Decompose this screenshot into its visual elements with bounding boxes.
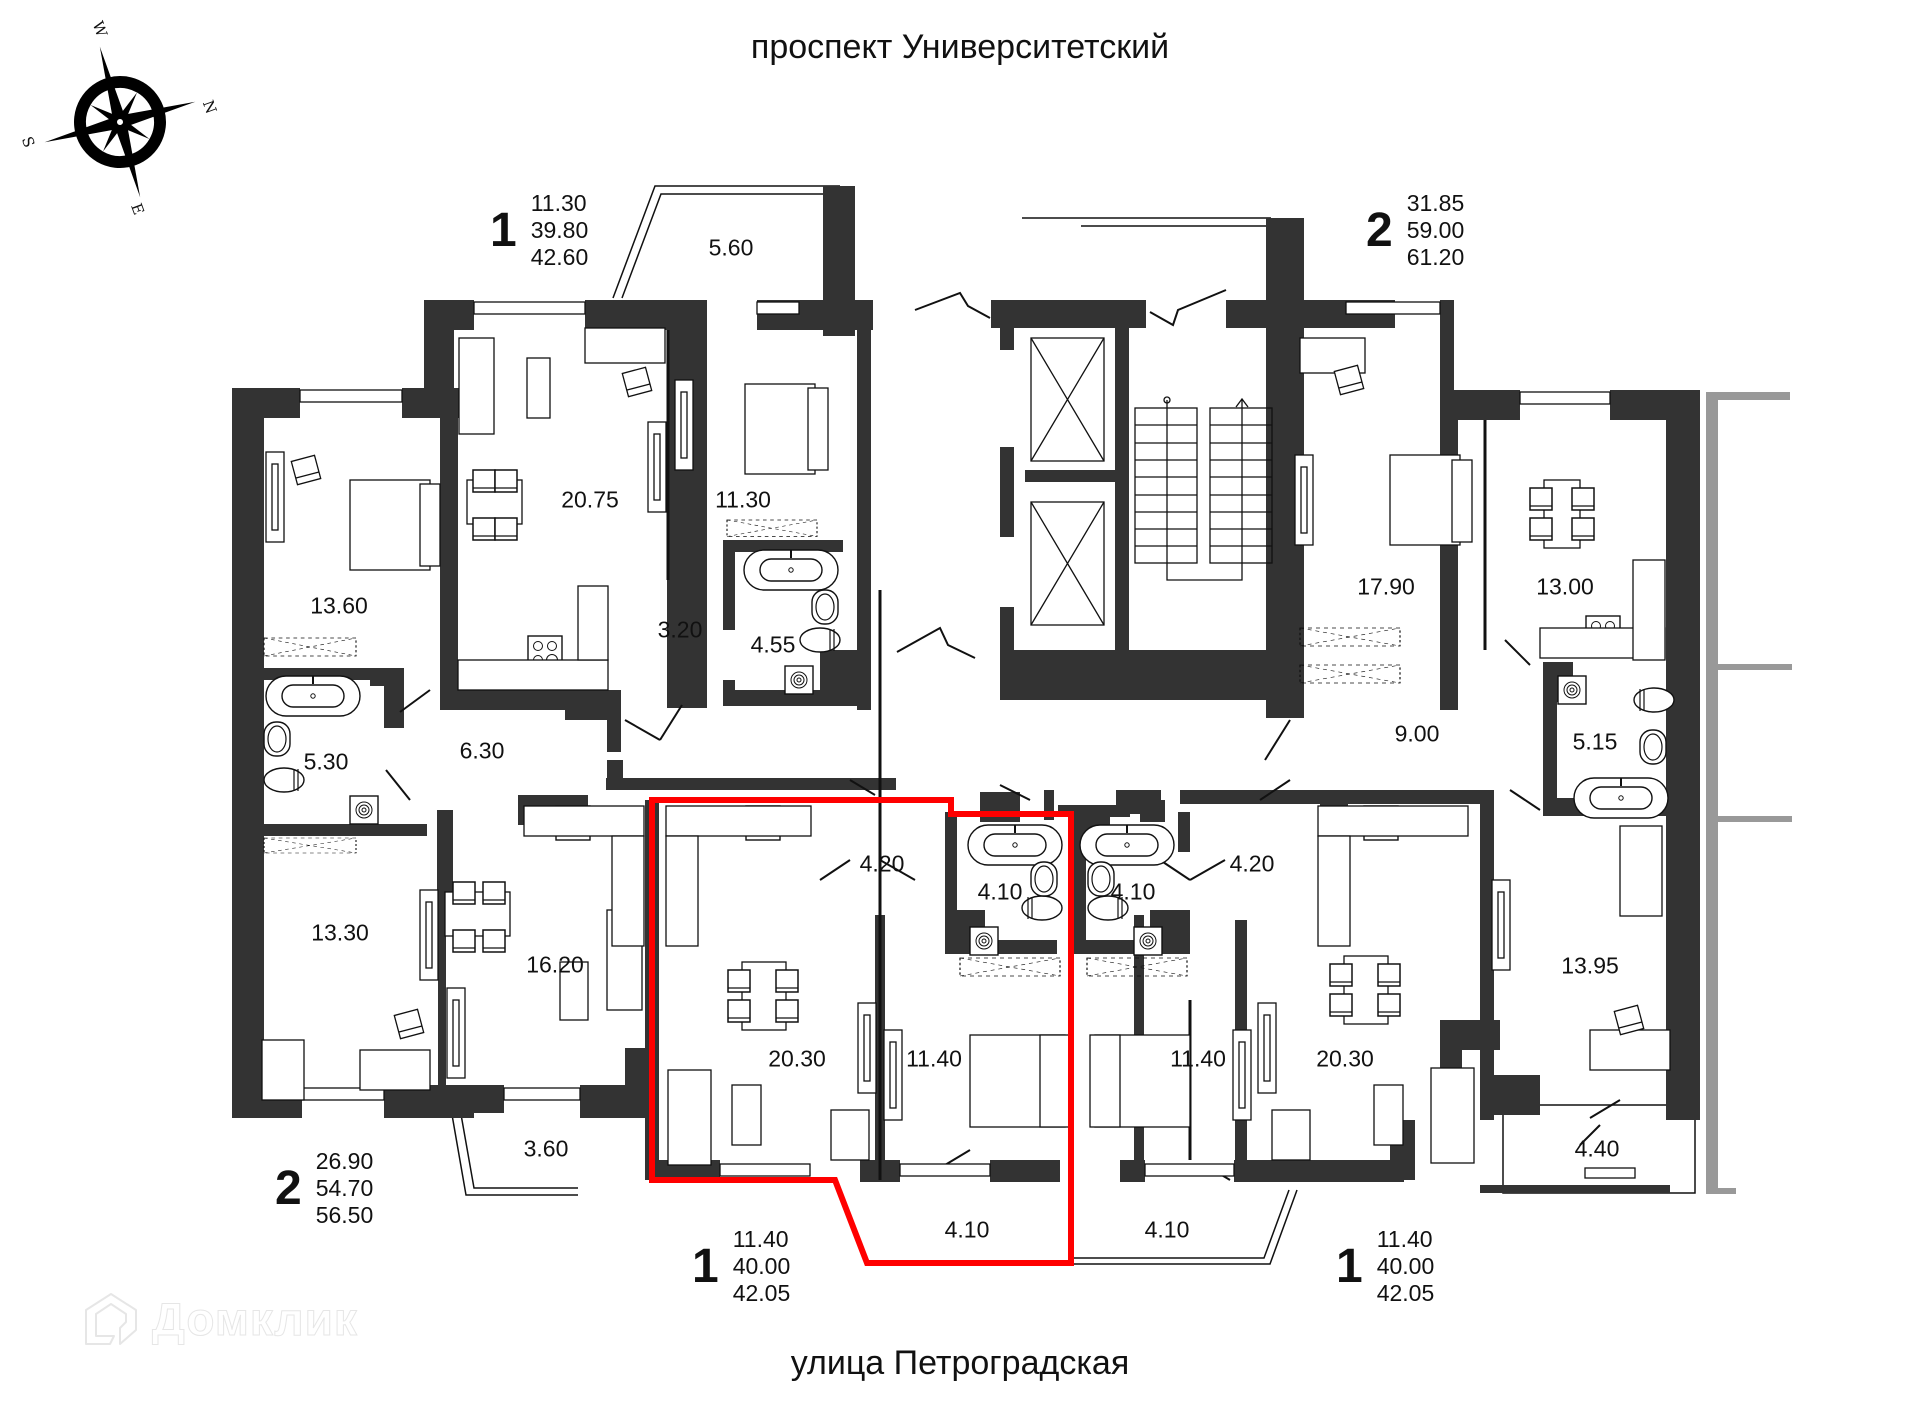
selected-apartment-outline xyxy=(649,797,1074,1266)
unit-summary-bottom-mid: 1 11.40 40.00 42.05 xyxy=(692,1226,790,1307)
windows xyxy=(299,301,1636,1179)
unit-total-area: 54.70 xyxy=(315,1175,374,1201)
unit-total-with-balcony: 42.05 xyxy=(1376,1280,1435,1306)
elevators xyxy=(1030,337,1105,626)
room-area-label: 13.95 xyxy=(1561,952,1619,979)
room-area-label: 13.30 xyxy=(311,919,369,946)
room-area-label: 13.00 xyxy=(1536,573,1594,600)
room-area-label: 9.00 xyxy=(1394,720,1440,747)
unit-total-area: 39.80 xyxy=(530,217,589,243)
unit-summary-bottom-right: 1 11.40 40.00 42.05 xyxy=(1336,1226,1434,1307)
street-label-bottom: улица Петроградская xyxy=(790,1344,1130,1382)
room-area-label: 17.90 xyxy=(1357,573,1415,600)
unit-living-area: 11.30 xyxy=(530,190,587,216)
room-area-label: 20.30 xyxy=(768,1045,826,1072)
room-area-label: 4.10 xyxy=(1144,1216,1190,1243)
unit-living-area: 11.40 xyxy=(732,1226,789,1252)
room-area-label: 3.20 xyxy=(657,616,703,643)
room-area-label: 5.15 xyxy=(1572,728,1618,755)
unit-total-with-balcony: 42.05 xyxy=(732,1280,791,1306)
room-area-label: 5.30 xyxy=(303,748,349,775)
unit-living-area: 26.90 xyxy=(315,1148,374,1174)
room-area-label: 13.60 xyxy=(310,592,368,619)
furniture xyxy=(261,327,1675,1166)
room-area-label: 4.55 xyxy=(750,631,796,658)
balconies xyxy=(446,185,1696,1265)
room-area-label: 6.30 xyxy=(459,737,505,764)
unit-room-count: 1 xyxy=(692,1239,719,1293)
room-area-label: 11.40 xyxy=(1170,1045,1226,1072)
room-area-label: 20.75 xyxy=(561,486,619,513)
neighbor-building-edge xyxy=(1706,392,1792,1194)
room-area-label: 4.20 xyxy=(1229,850,1275,877)
unit-total-with-balcony: 61.20 xyxy=(1406,244,1465,270)
room-area-label: 4.20 xyxy=(859,850,905,877)
unit-living-area: 11.40 xyxy=(1376,1226,1433,1252)
domclick-house-logo-icon xyxy=(85,1293,137,1345)
unit-room-count: 2 xyxy=(275,1161,302,1215)
unit-total-area: 59.00 xyxy=(1406,217,1465,243)
room-area-label: 11.30 xyxy=(715,486,771,513)
unit-living-area: 31.85 xyxy=(1406,190,1465,216)
watermark: Домклик xyxy=(80,1288,358,1350)
room-area-label: 4.10 xyxy=(944,1216,990,1243)
room-area-label: 4.40 xyxy=(1574,1135,1620,1162)
unit-total-with-balcony: 42.60 xyxy=(530,244,589,270)
compass: W N S E xyxy=(0,0,240,240)
street-label-top: проспект Университетский xyxy=(750,28,1170,66)
room-area-label: 4.10 xyxy=(977,878,1023,905)
room-area-label: 3.60 xyxy=(523,1135,569,1162)
stairs xyxy=(1134,396,1273,581)
room-area-label: 11.40 xyxy=(906,1045,962,1072)
compass-rose-icon xyxy=(44,46,196,198)
unit-room-count: 2 xyxy=(1366,203,1393,257)
unit-room-count: 1 xyxy=(490,203,517,257)
unit-summary-top-right: 2 31.85 59.00 61.20 xyxy=(1366,190,1464,271)
room-area-label: 5.60 xyxy=(708,234,754,261)
unit-total-area: 40.00 xyxy=(732,1253,791,1279)
room-area-label: 4.10 xyxy=(1110,878,1156,905)
room-area-label: 20.30 xyxy=(1316,1045,1374,1072)
unit-summary-bottom-left: 2 26.90 54.70 56.50 xyxy=(275,1148,373,1229)
unit-room-count: 1 xyxy=(1336,1239,1363,1293)
unit-total-area: 40.00 xyxy=(1376,1253,1435,1279)
watermark-text: Домклик xyxy=(152,1293,358,1346)
unit-total-with-balcony: 56.50 xyxy=(315,1202,374,1228)
room-area-label: 16.20 xyxy=(526,951,584,978)
unit-summary-top-left: 1 11.30 39.80 42.60 xyxy=(490,190,588,271)
doors xyxy=(385,289,1621,1181)
